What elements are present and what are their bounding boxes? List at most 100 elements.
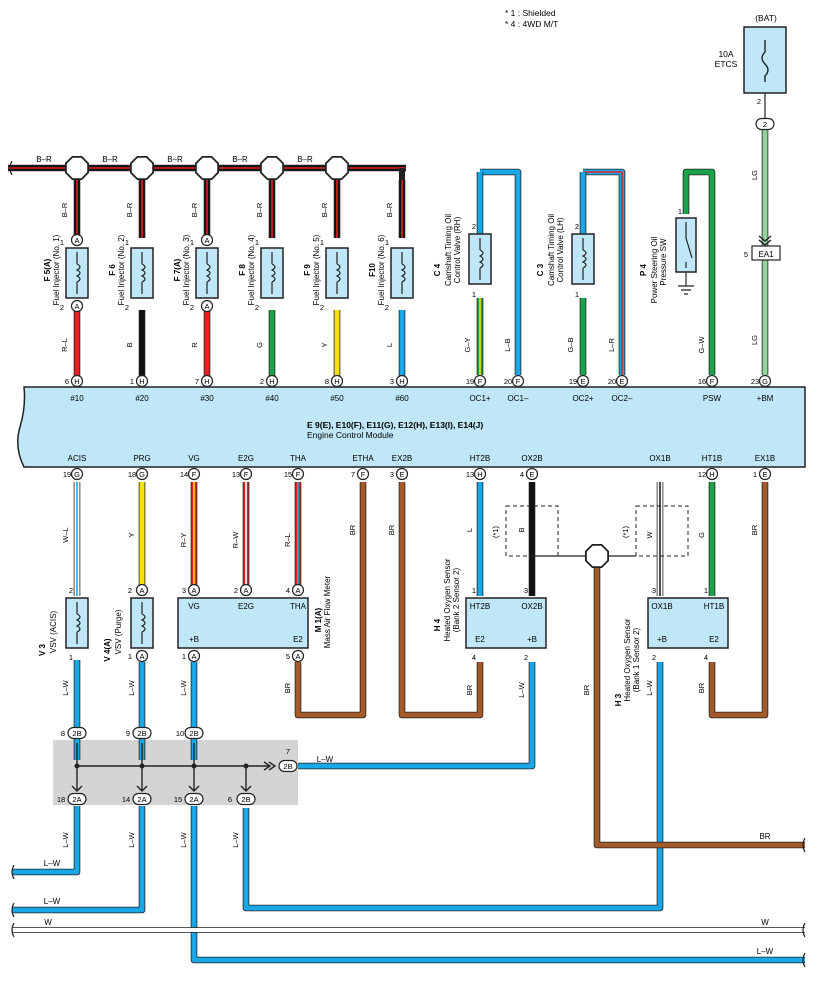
ecm-top-pin-num-6: 19 xyxy=(466,377,474,386)
ecm-top-pin-label-3: #40 xyxy=(265,394,279,403)
vsv-acis-pin-bot: 1 xyxy=(69,653,73,662)
vsv-acis-box xyxy=(65,597,89,649)
fuse-rating: 10A xyxy=(718,49,733,59)
break-1 xyxy=(11,864,15,880)
junction-top-num-2: 10 xyxy=(176,729,184,738)
junction-top-1 xyxy=(132,726,152,740)
injector-2-bottom-color: R xyxy=(190,342,199,348)
injector-0-name: Fuel Injector (No. 1) xyxy=(52,234,61,305)
ecm-bot-pin-label-6: EX2B xyxy=(392,454,412,463)
injector-5-pin2: 2 xyxy=(385,303,389,312)
ecm-bot-pin-label-2: VG xyxy=(188,454,200,463)
injector-0-pin1: 1 xyxy=(60,238,64,247)
ecm-bot-pin-7-label: H xyxy=(477,470,482,479)
h3-wire-color-1: G xyxy=(697,532,706,538)
h3-pin-bot-label-0: +B xyxy=(657,635,667,644)
ecm-bot-pin-11-label: E xyxy=(762,470,767,479)
fuse-connector xyxy=(755,117,775,131)
ecm-top-pin-num-5: 3 xyxy=(390,377,394,386)
junction-bottom-2 xyxy=(184,792,204,806)
splice-1 xyxy=(129,155,155,181)
maf-conn-bot-1 xyxy=(291,649,305,663)
out-wire-color-0: L–W xyxy=(61,831,70,847)
ocv-lh-pin-top: 2 xyxy=(575,222,579,231)
maf-conn-top-0 xyxy=(187,583,201,597)
ecm-bot-pin-label-4: THA xyxy=(290,454,307,463)
ecm-top-pin-label-5: #60 xyxy=(395,394,409,403)
ecm-top-pin-num-1: 1 xyxy=(130,377,134,386)
pssw-wire xyxy=(683,169,715,375)
ecm-top-pin-num-4: 8 xyxy=(325,377,329,386)
h4-name1: Heated Oxygen Sensor xyxy=(443,558,452,641)
injector-5-top-color: B–R xyxy=(385,202,394,217)
h3-br-shield-color: BR xyxy=(582,684,591,695)
h3-pin-top-num-0: 3 xyxy=(652,586,656,595)
maf-wire-color-4: L–W xyxy=(179,679,188,695)
injector-1-bottom-color: B xyxy=(125,342,134,347)
junction-bottom-3 xyxy=(236,792,256,806)
break-3 xyxy=(11,922,15,938)
ecm-bot-pin-2-label: F xyxy=(192,470,197,479)
ecm-top-pin-6 xyxy=(473,374,487,388)
junction-right xyxy=(278,759,298,773)
h4-pin-top-num-1: 3 xyxy=(524,586,528,595)
ecm-desc: Engine Control Module xyxy=(307,430,394,440)
junction-bottom-0 xyxy=(67,792,87,806)
junction-top-0 xyxy=(67,726,87,740)
injector-0-top-color: B–R xyxy=(60,202,69,217)
out-wire-color-2: L–W xyxy=(179,831,188,847)
ecm-top-pin-9-label: E xyxy=(619,377,624,386)
maf-pin-bot-label-1: E2 xyxy=(293,635,303,644)
vsv-acis-pin-top: 2 xyxy=(69,586,73,595)
pssw-name1: Power Steering Oil xyxy=(650,236,659,303)
ecm-bot-pin-label-0: ACIS xyxy=(68,454,87,463)
junction-bottom-1 xyxy=(132,792,152,806)
br-bus-label-3: B–R xyxy=(232,155,248,164)
injector-5-pin1: 1 xyxy=(385,238,389,247)
injector-2-conn-bot-label: A xyxy=(204,302,209,311)
junction-bottom-3-label: 2B xyxy=(241,795,250,804)
ocv-rh-id: C 4 xyxy=(433,263,442,276)
splice-0 xyxy=(65,155,89,181)
ecm-name: E 9(E), E10(F), E11(G), E12(H), E13(I), … xyxy=(307,420,483,430)
h3-pin-top-label-1: HT1B xyxy=(704,602,724,611)
h3-pin-top-num-1: 1 xyxy=(704,586,708,595)
injector-3-name: Fuel Injector (No. 4) xyxy=(247,234,256,305)
injector-0-conn-bot-label: A xyxy=(74,302,79,311)
ecm-top-pin-4 xyxy=(330,374,344,388)
h4-box xyxy=(465,597,547,649)
maf-wire-color-0: R–Y xyxy=(179,533,188,548)
ecm-top-pin-7-label: F xyxy=(516,377,521,386)
h3-name1: Heated Oxygen Sensor xyxy=(623,618,632,701)
maf-wire-color-3: BR xyxy=(348,524,357,535)
maf-conn-top-2 xyxy=(291,583,305,597)
ecm-top-pin-1-label: H xyxy=(139,377,144,386)
chevron-down-icon xyxy=(240,785,252,792)
ecm-bot-pin-label-1: PRG xyxy=(133,454,150,463)
ecm-bot-pin-num-5: 7 xyxy=(351,470,355,479)
injector-2-box-coil-icon xyxy=(205,263,211,283)
ocv-rh-w2: L–B xyxy=(503,338,512,351)
ecm-top-pin-0-label: H xyxy=(74,377,79,386)
vsv-purge-id: V 4(A) xyxy=(103,638,112,661)
ecm-bot-pin-8 xyxy=(525,467,539,481)
injector-2-conn-bot xyxy=(200,299,214,313)
fuse-connector-label: 2 xyxy=(763,120,767,129)
injector-5-name: Fuel Injector (No. 6) xyxy=(377,234,386,305)
h3-plusb-wire xyxy=(243,662,663,911)
ecm-bot-pin-num-1: 18 xyxy=(128,470,136,479)
chevron-down-icon xyxy=(136,785,148,792)
ocv-rh-w1: G–Y xyxy=(463,337,472,352)
ocv-rh-pin-bot: 1 xyxy=(472,290,476,299)
h3-name2: (Bank 1 Sensor 2) xyxy=(632,627,641,692)
injector-3-id: F 8 xyxy=(238,264,247,276)
break-5 xyxy=(802,952,806,968)
ecm-top-pin-3 xyxy=(265,374,279,388)
ecm-top-pin-num-9: 20 xyxy=(608,377,616,386)
ocv-rh-name2: Control Valve (RH) xyxy=(453,216,462,283)
vsv-purge-wire-bot-color: L–W xyxy=(127,679,136,695)
maf-conn-top-0-label: A xyxy=(191,586,196,595)
injector-4-name: Fuel Injector (No. 5) xyxy=(312,234,321,305)
fuse-name: ETCS xyxy=(715,59,738,69)
